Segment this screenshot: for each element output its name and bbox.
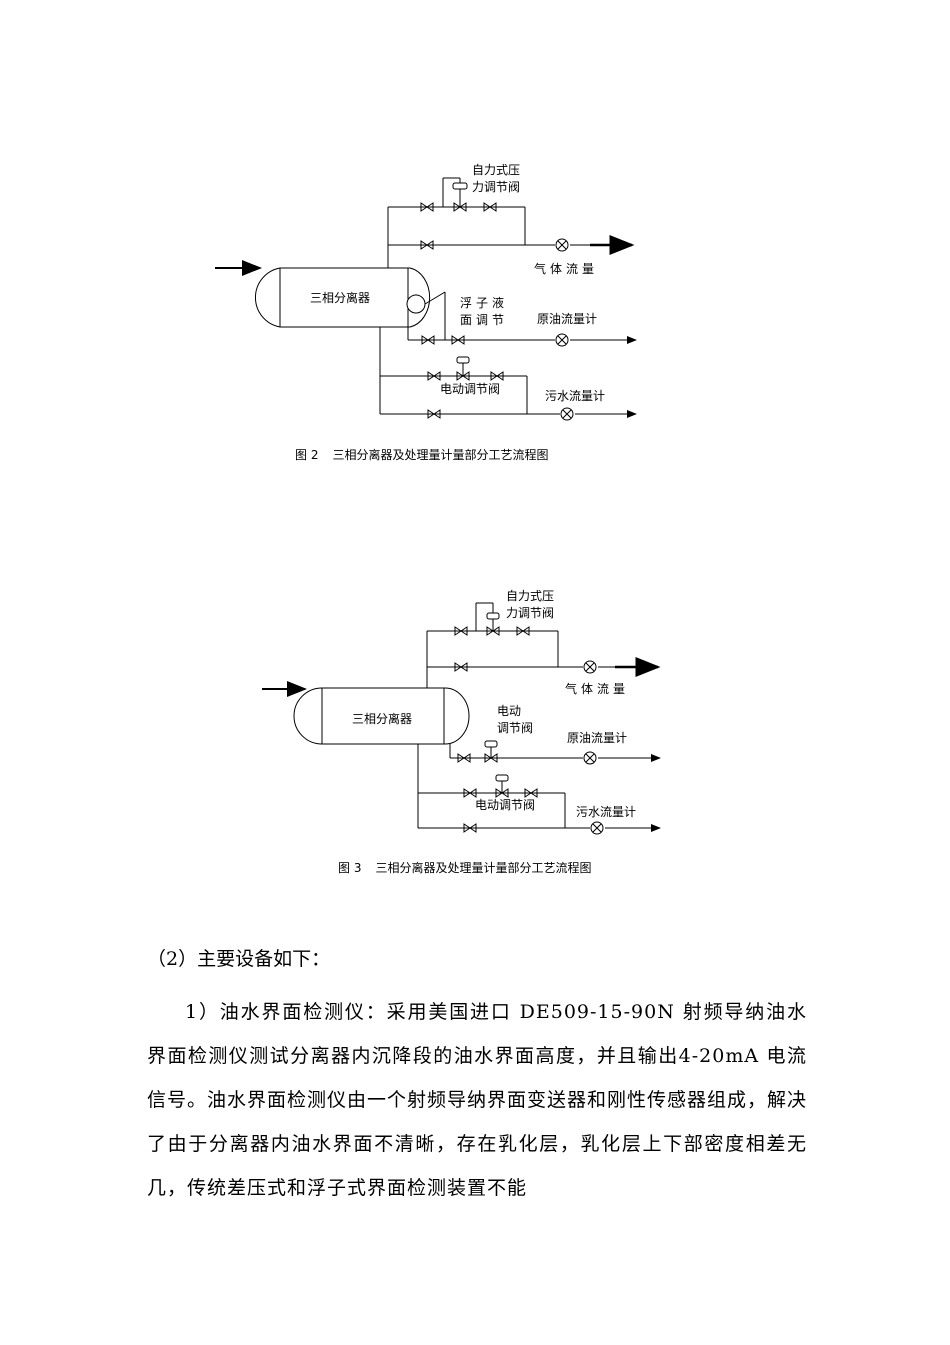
water-flow-label: 污水流量计 [545, 389, 605, 403]
gas-flow-label: 气体流量 [534, 261, 598, 276]
separator-label: 三相分离器 [352, 711, 412, 726]
water-flow-label: 污水流量计 [576, 805, 636, 819]
pressure-valve-label-2: 力调节阀 [472, 180, 520, 194]
section-heading: （2）主要设备如下： [147, 948, 331, 970]
figure-3: 自力式压 力调节阀 气体流量 三相分离器 电动 调节阀 原油流量计 电动调节阀 … [0, 560, 950, 850]
body-paragraph: 1）油水界面检测仪：采用美国进口 DE509-15-90N 射频导纳油水界面检测… [147, 1001, 808, 1199]
float-label-2: 面调节 [460, 313, 508, 327]
figure-2-caption: 图 2 三相分离器及处理量计量部分工艺流程图 [295, 446, 548, 463]
figure-3-caption: 图 3 三相分离器及处理量计量部分工艺流程图 [338, 859, 591, 876]
crude-flow-label: 原油流量计 [567, 731, 627, 745]
caption-number: 图 3 [338, 861, 362, 875]
caption-number: 图 2 [295, 448, 319, 462]
crude-flow-label: 原油流量计 [537, 312, 597, 326]
body-paragraph-block: 1）油水界面检测仪：采用美国进口 DE509-15-90N 射频导纳油水界面检测… [147, 990, 807, 1210]
electric-valve-label-1: 电动 [497, 704, 521, 718]
figure-2-diagram: 自力式压 力调节阀 气体流量 三相分离器 浮子液 面调节 原油流量计 电动调节阀… [215, 163, 637, 421]
electric-valve-label: 电动调节阀 [475, 798, 535, 812]
electric-valve-label-2: 调节阀 [497, 721, 533, 735]
figure-3-diagram: 自力式压 力调节阀 气体流量 三相分离器 电动 调节阀 原油流量计 电动调节阀 … [262, 589, 661, 835]
caption-text: 三相分离器及处理量计量部分工艺流程图 [375, 861, 592, 875]
separator-label: 三相分离器 [310, 290, 370, 305]
pressure-valve-label-1: 自力式压 [472, 163, 520, 177]
figure-2: 自力式压 力调节阀 气体流量 三相分离器 浮子液 面调节 原油流量计 电动调节阀… [0, 0, 950, 440]
gas-flow-label: 气体流量 [565, 681, 629, 696]
float-label-1: 浮子液 [460, 295, 508, 310]
electric-valve-label: 电动调节阀 [440, 382, 500, 396]
pressure-valve-label-1: 自力式压 [506, 589, 554, 603]
caption-text: 三相分离器及处理量计量部分工艺流程图 [332, 448, 549, 462]
pressure-valve-label-2: 力调节阀 [506, 606, 554, 620]
